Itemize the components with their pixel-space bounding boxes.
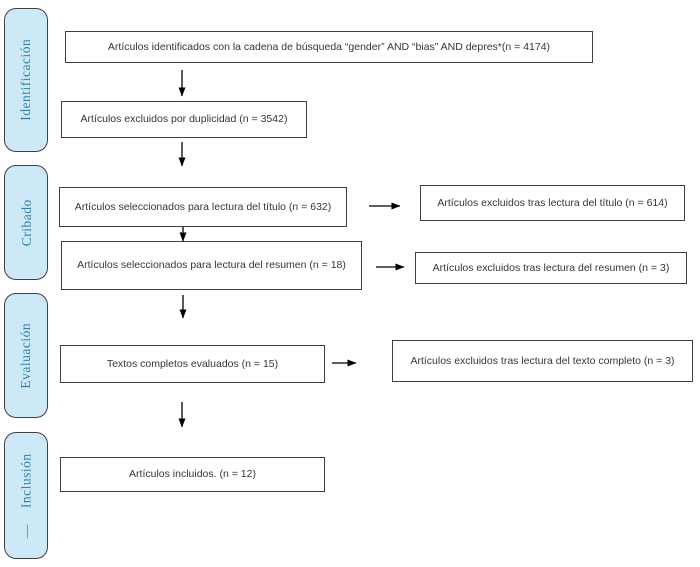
stage-dash: — (18, 523, 34, 538)
stage-pill-evaluation: Evaluación (4, 293, 48, 418)
box-identified: Artículos identificados con la cadena de… (65, 31, 593, 63)
stage-label-screening: Cribado (18, 199, 34, 246)
box-included: Artículos incluidos. (n = 12) (60, 457, 325, 492)
box-fulltext-excluded: Artículos excluidos tras lectura del tex… (392, 340, 693, 382)
stage-label-identification: Identificación (18, 39, 34, 121)
box-fulltext-evaluated: Textos completos evaluados (n = 15) (60, 345, 325, 383)
stage-label-inclusion: Inclusión (18, 453, 34, 508)
stage-pill-identification: Identificación (4, 8, 48, 152)
box-abstract-excluded: Artículos excluidos tras lectura del res… (415, 252, 687, 284)
box-title-excluded: Artículos excluidos tras lectura del tít… (420, 185, 685, 221)
box-duplicates-excluded: Artículos excluidos por duplicidad (n = … (61, 101, 307, 138)
stage-label-evaluation: Evaluación (18, 322, 34, 389)
stage-pill-inclusion: — Inclusión (4, 432, 48, 559)
box-abstract-selected: Artículos seleccionados para lectura del… (61, 241, 362, 290)
stage-pill-screening: Cribado (4, 165, 48, 280)
box-title-selected: Artículos seleccionados para lectura del… (59, 187, 347, 227)
